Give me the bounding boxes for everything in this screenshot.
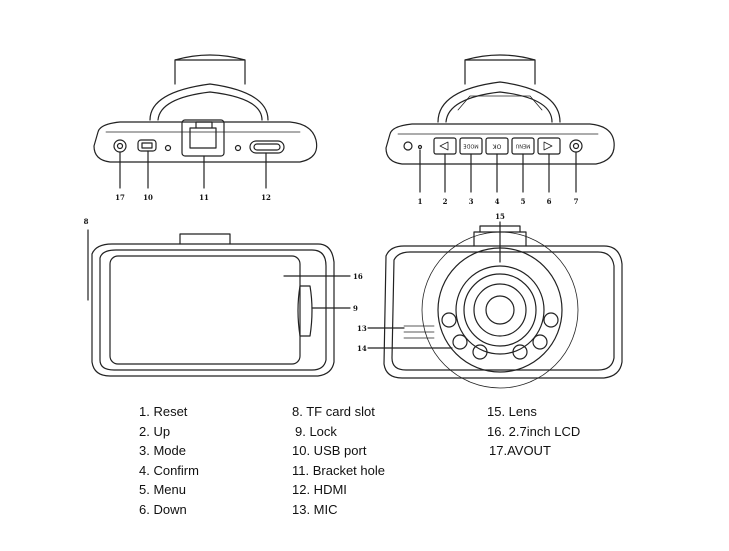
callout-1: 1 [418, 197, 423, 206]
lock-button [297, 285, 313, 337]
mode-button-label: MODE [463, 143, 478, 149]
camera-body-side-right [385, 123, 615, 165]
legend-usb-port: 10. USB port [292, 443, 367, 458]
callout-14: 14 [357, 344, 367, 353]
camera-body-side-left [93, 121, 318, 163]
top-view-left [93, 54, 318, 189]
reset-button [403, 141, 413, 151]
bracket-hole [181, 119, 225, 157]
callout-4: 4 [495, 197, 500, 206]
legend-lcd: 16. 2.7inch LCD [487, 424, 581, 439]
legend-up: 2. Up [139, 424, 171, 439]
callout-10: 10 [143, 193, 153, 202]
front-view [367, 221, 623, 389]
top-view-right [385, 54, 615, 193]
legend-lens: 15. Lens [487, 404, 537, 419]
callout-3: 3 [469, 197, 474, 206]
callout-12: 12 [261, 193, 271, 202]
camera-body-front [383, 245, 623, 379]
usb-port [137, 139, 157, 152]
callout-2: 2 [443, 197, 448, 206]
legend-bracket-hole: 11. Bracket hole [292, 463, 385, 478]
up-button [433, 137, 457, 155]
callout-8: 8 [84, 217, 89, 226]
hdmi-port [249, 140, 285, 154]
legend-tf-card-slot: 8. TF card slot [292, 404, 375, 419]
callout-7: 7 [574, 197, 579, 206]
callout-13: 13 [357, 324, 367, 333]
lens [455, 265, 545, 355]
legend-lock: 9. Lock [295, 424, 337, 439]
callout-15: 15 [495, 212, 505, 221]
callout-11: 11 [199, 193, 209, 202]
tf-card-dot [164, 144, 172, 152]
callout-9: 9 [353, 304, 358, 313]
legend-down: 6. Down [139, 502, 187, 517]
callout-5: 5 [521, 197, 526, 206]
callout-17: 17 [115, 193, 125, 202]
mount-dome-left [149, 83, 269, 121]
callout-16: 16 [353, 272, 363, 281]
legend-hdmi: 12. HDMI [292, 482, 347, 497]
down-button [537, 137, 561, 155]
mount-dome-right [437, 81, 561, 123]
lcd-screen [109, 255, 301, 365]
legend-mic: 13. MIC [292, 502, 338, 517]
mic-slots [403, 325, 435, 339]
legend-confirm: 4. Confirm [139, 463, 199, 478]
legend-reset: 1. Reset [139, 404, 188, 419]
menu-button-label: MENU [515, 143, 530, 149]
callout-6: 6 [547, 197, 552, 206]
ir-leds [441, 312, 559, 360]
back-view [87, 229, 351, 377]
power-button [569, 139, 583, 153]
confirm-button-label: OK [492, 143, 502, 150]
legend-menu: 5. Menu [139, 482, 186, 497]
legend-mode: 3. Mode [139, 443, 186, 458]
camera-body-back [91, 243, 335, 377]
avout-port [113, 139, 127, 153]
legend-avout: 17.AVOUT [489, 443, 551, 458]
